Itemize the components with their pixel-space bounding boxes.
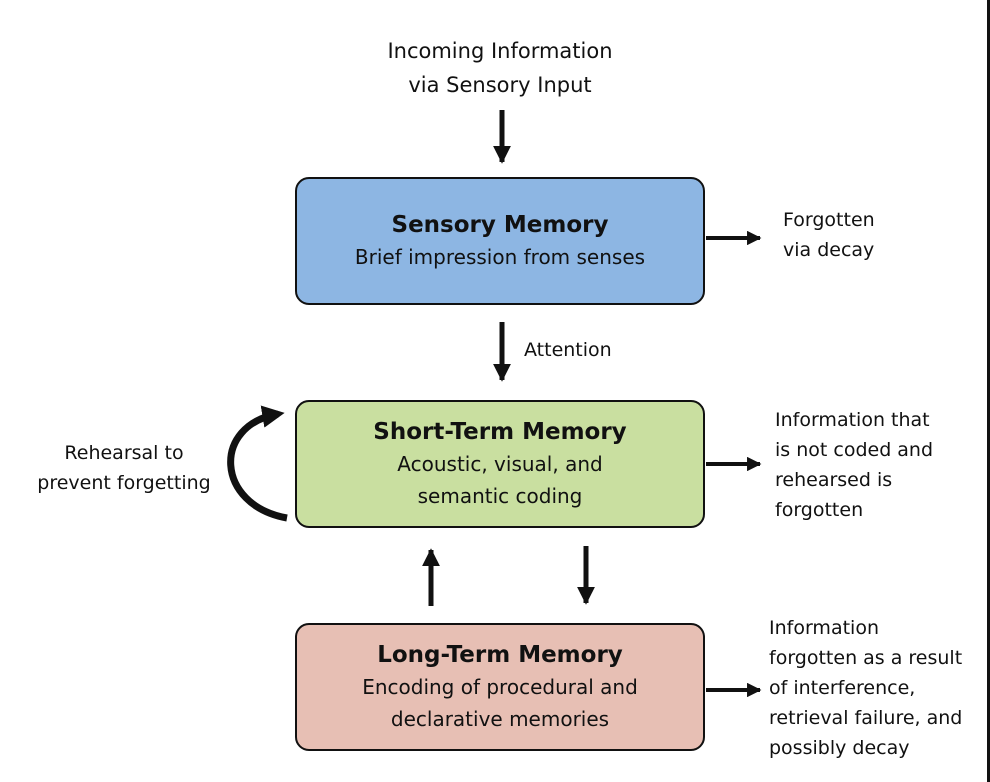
sensory-forgetting-line-2: via decay — [783, 239, 875, 261]
ltm-forgetting-line-5: possibly decay — [769, 737, 910, 759]
stm-forgetting-line-4: forgotten — [775, 499, 864, 521]
ltm-forgetting-line-1: Information — [769, 617, 879, 639]
ltm-forgetting-label: Information forgotten as a result of int… — [769, 613, 962, 763]
sensory-memory-subtitle: Brief impression from senses — [354, 245, 646, 269]
rehearsal-label: Rehearsal to prevent forgetting — [18, 438, 230, 498]
ltm-forgetting-line-3: of interference, — [769, 677, 916, 699]
stm-forgetting-line-2: is not coded and — [775, 439, 934, 461]
sensory-forgetting-line-1: Forgotten — [783, 209, 875, 231]
long-term-memory-line-2: declarative memories — [390, 707, 610, 731]
incoming-line-1: Incoming Information — [387, 39, 613, 63]
long-term-memory-box: Long-Term Memory Encoding of procedural … — [295, 623, 705, 751]
stm-forgetting-line-3: rehearsed is — [775, 469, 893, 491]
frame-edge — [987, 0, 990, 782]
long-term-memory-line-1: Encoding of procedural and — [362, 675, 638, 699]
rehearsal-loop-arrow — [227, 405, 288, 522]
short-term-memory-line-2: semantic coding — [417, 484, 583, 508]
incoming-information-label: Incoming Information via Sensory Input — [300, 34, 700, 102]
stm-forgetting-label: Information that is not coded and rehear… — [775, 405, 933, 525]
incoming-line-2: via Sensory Input — [408, 73, 592, 97]
rehearsal-line-2: prevent forgetting — [37, 472, 211, 494]
ltm-forgetting-line-2: forgotten as a result — [769, 647, 963, 669]
sensory-memory-title: Sensory Memory — [391, 212, 609, 238]
short-term-memory-line-1: Acoustic, visual, and — [397, 452, 603, 476]
sensory-memory-box: Sensory Memory Brief impression from sen… — [295, 177, 705, 305]
ltm-forgetting-line-4: retrieval failure, and — [769, 707, 963, 729]
rehearsal-line-1: Rehearsal to — [64, 442, 184, 464]
long-term-memory-title: Long-Term Memory — [377, 642, 623, 668]
short-term-memory-title: Short-Term Memory — [373, 419, 627, 445]
sensory-forgetting-label: Forgotten via decay — [783, 205, 875, 265]
attention-label: Attention — [524, 339, 612, 361]
short-term-memory-box: Short-Term Memory Acoustic, visual, and … — [295, 400, 705, 528]
stm-forgetting-line-1: Information that — [775, 409, 930, 431]
